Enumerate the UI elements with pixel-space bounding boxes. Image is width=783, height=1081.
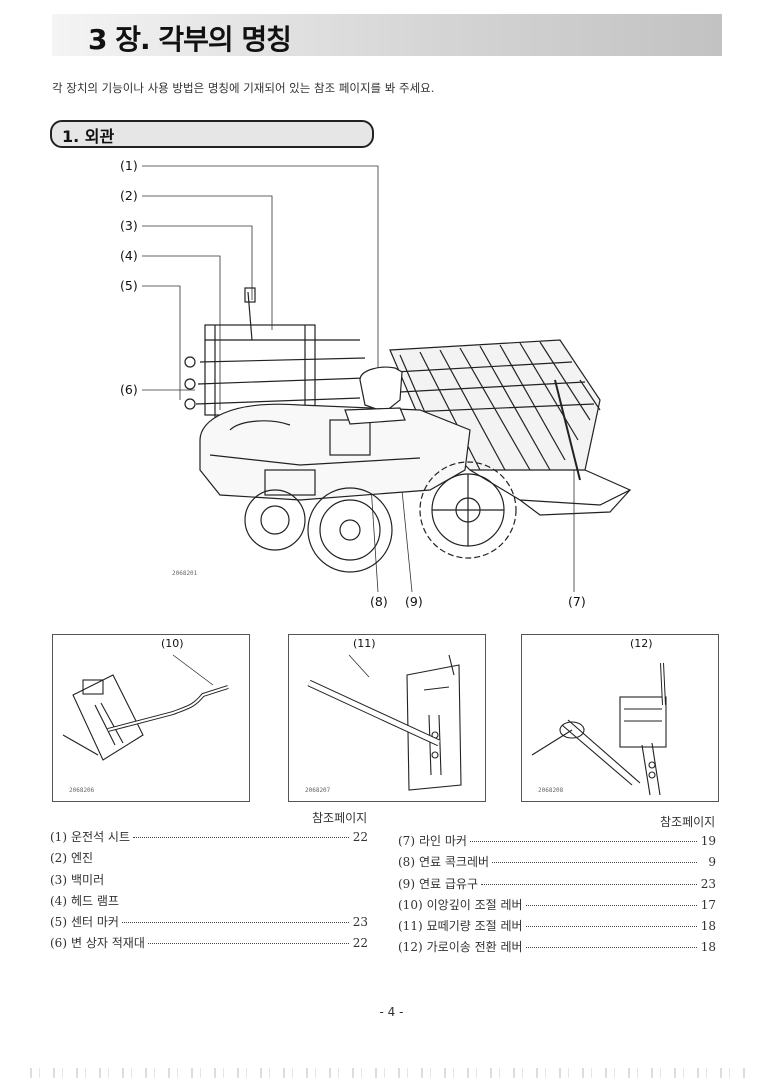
list-item: (6) 변 상자 적재대 22 <box>50 934 368 955</box>
part-name: 묘떼기량 조절 레버 <box>426 919 523 934</box>
detail-label-11: (11) <box>353 637 376 650</box>
callout-3: (3) <box>120 218 138 233</box>
scan-artifact-strip <box>30 1068 750 1078</box>
leader-dots <box>133 836 349 838</box>
list-item: (1) 운전석 시트 22 <box>50 828 368 849</box>
callout-8: (8) <box>370 594 388 609</box>
reference-page-header-right: 참조페이지 <box>660 815 716 829</box>
section-heading-pill <box>50 120 374 148</box>
leader-dots <box>122 901 349 902</box>
leader-dots <box>469 840 697 842</box>
list-item: (12) 가로이송 전환 레버 18 <box>398 938 716 959</box>
detail-box-11: (11) 2068207 <box>288 634 486 802</box>
list-item: (5) 센터 마커 23 <box>50 913 368 934</box>
callout-2: (2) <box>120 188 138 203</box>
part-page: 18 <box>700 940 716 955</box>
part-name: 라인 마커 <box>419 834 467 848</box>
parts-list-right: (7) 라인 마커 19 (8) 연료 콕크레버 9 (9) 연료 급유구 23… <box>398 832 716 960</box>
part-number: (7) <box>398 834 415 848</box>
callout-6: (6) <box>120 382 138 397</box>
part-number: (4) <box>50 893 67 908</box>
part-page: 22 <box>352 936 368 951</box>
part-page: 9 <box>708 855 716 870</box>
drawing-code-main: 2068201 <box>172 570 198 577</box>
part-page: 22 <box>352 830 368 844</box>
leader-dots <box>525 904 697 906</box>
lever-10-illustration <box>62 654 229 761</box>
callout-5: (5) <box>120 278 138 293</box>
part-number: (1) <box>50 830 67 844</box>
part-number: (12) <box>398 940 423 955</box>
section-title: 1. 외관 <box>62 127 115 146</box>
list-item: (11) 묘떼기량 조절 레버 18 <box>398 917 716 938</box>
page-number: - 4 - <box>379 1005 404 1019</box>
part-number: (11) <box>398 919 423 934</box>
callout-4: (4) <box>120 248 138 263</box>
lever-11-illustration <box>307 654 462 791</box>
part-page: 23 <box>700 876 716 891</box>
leader-dots <box>492 861 697 864</box>
part-name: 헤드 램프 <box>71 893 119 908</box>
part-name: 이앙깊이 조절 레버 <box>426 897 523 912</box>
detail-box-10: (10) 2068206 <box>52 634 250 802</box>
lever-12-illustration <box>531 662 667 796</box>
rice-transplanter-illustration <box>142 165 632 593</box>
part-page: 17 <box>700 897 716 912</box>
parts-list-left: (1) 운전석 시트 22 (2) 엔진 (3) 백미러 (4) 헤드 램프 (… <box>50 828 368 956</box>
detail-label-10: (10) <box>161 637 184 650</box>
list-item: (2) 엔진 <box>50 849 368 870</box>
part-number: (6) <box>50 936 67 951</box>
callout-9: (9) <box>405 594 423 609</box>
drawing-code-10: 2068206 <box>69 787 95 794</box>
leader-dots <box>121 921 349 924</box>
list-item: (10) 이앙깊이 조절 레버 17 <box>398 896 716 917</box>
list-item: (3) 백미러 <box>50 871 368 892</box>
chapter-title: 3 장. 각부의 명칭 <box>88 23 292 56</box>
part-number: (5) <box>50 915 67 930</box>
part-name: 엔진 <box>71 851 94 866</box>
part-number: (10) <box>398 897 423 912</box>
part-page: 18 <box>700 919 716 934</box>
part-name: 변 상자 적재대 <box>71 936 145 951</box>
intro-text: 각 장치의 기능이나 사용 방법은 명칭에 기재되어 있는 참조 페이지를 봐 … <box>52 81 435 95</box>
detail-label-12: (12) <box>630 637 653 650</box>
detail-box-12: (12) 2068208 <box>521 634 719 802</box>
part-number: (3) <box>50 872 67 887</box>
part-number: (9) <box>398 876 415 891</box>
part-page: 23 <box>352 915 368 930</box>
part-number: (8) <box>398 855 415 870</box>
drawing-code-12: 2068208 <box>538 787 564 794</box>
callout-7: (7) <box>568 594 586 609</box>
part-name: 연료 콕크레버 <box>419 855 490 870</box>
chapter-title-bar <box>52 14 722 56</box>
leader-dots <box>481 883 697 885</box>
list-item: (9) 연료 급유구 23 <box>398 875 716 896</box>
part-name: 운전석 시트 <box>71 830 131 844</box>
list-item: (8) 연료 콕크레버 9 <box>398 853 716 874</box>
reference-page-header-left: 참조페이지 <box>312 811 368 825</box>
leader-dots <box>147 942 349 945</box>
part-name: 가로이송 전환 레버 <box>426 940 523 955</box>
leader-dots <box>96 858 349 859</box>
leader-dots <box>525 925 697 928</box>
leader-dots <box>525 946 697 949</box>
part-name: 연료 급유구 <box>419 876 479 891</box>
part-name: 백미러 <box>71 872 105 887</box>
drawing-code-11: 2068207 <box>305 787 331 794</box>
part-number: (2) <box>50 851 67 866</box>
leader-dots <box>107 880 349 881</box>
callout-1: (1) <box>120 158 138 173</box>
list-item: (7) 라인 마커 19 <box>398 832 716 853</box>
part-name: 센터 마커 <box>71 915 119 930</box>
list-item: (4) 헤드 램프 <box>50 892 368 913</box>
part-page: 19 <box>700 834 716 848</box>
